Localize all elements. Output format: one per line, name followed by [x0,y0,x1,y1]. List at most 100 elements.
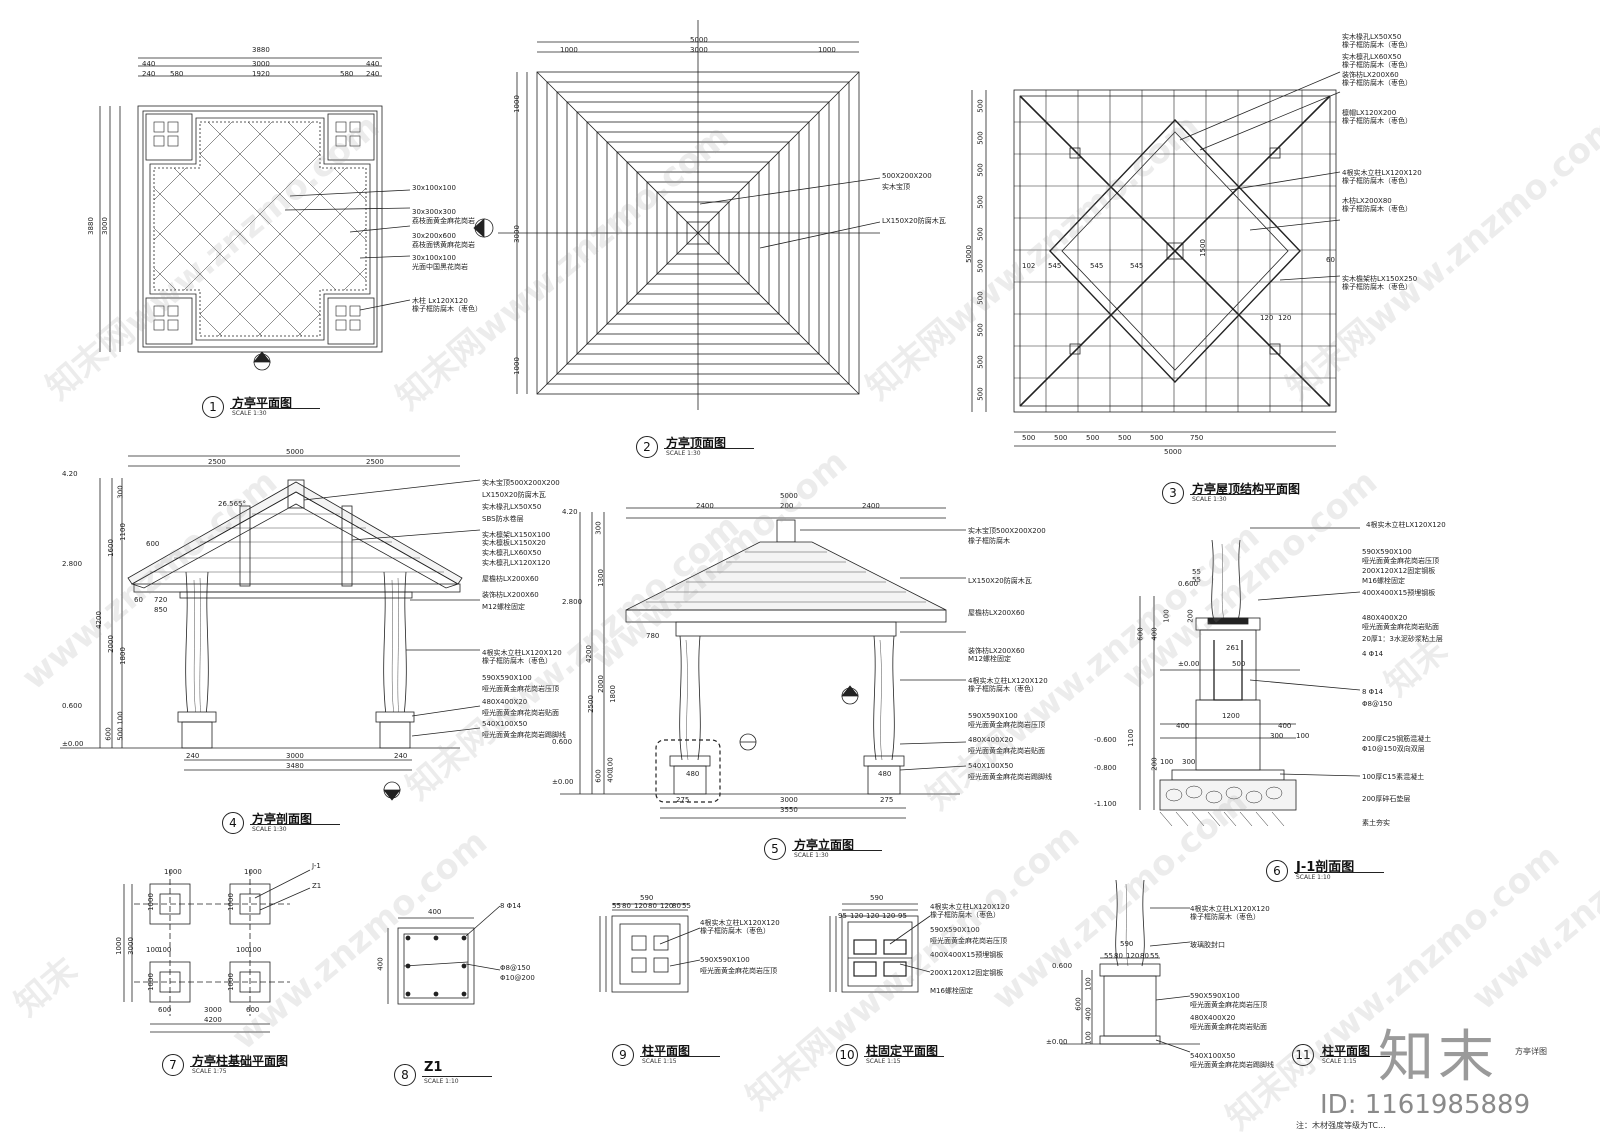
annotation-note: SBS防水卷层 [482,515,524,523]
annotation-note: 200厚碎石垫层 [1362,795,1411,803]
view11-column-base-drawing [1060,879,1200,1053]
dimension-label: 55 [1192,568,1201,576]
annotation-note: 橡子框防腐木（枣色） [1342,41,1412,49]
dimension-label: 4.20 [62,470,78,478]
annotation-note: 4根实木立柱LX120X120 [930,903,1010,911]
annotation-note: 橡子框防腐木（枣色） [1342,61,1412,69]
annotation-note: 哑光面黄金麻花岗岩贴面 [1362,623,1439,631]
dimension-label: -1.100 [1094,800,1117,808]
dimension-label: 500 [1022,434,1036,442]
annotation-note: 橡子框防腐木（枣色） [1342,205,1412,213]
dimension-label: 100 [1084,1031,1093,1045]
dimension-label: 100 [248,946,262,954]
annotation-note: 200厚C25钢筋混凝土 [1362,735,1432,743]
dimension-label: 590 [1120,940,1134,948]
annotation-note: 实木椽孔LX50X50 [482,503,542,511]
dimension-label: 200 [780,502,794,510]
dimension-label: 120 [1278,314,1292,322]
dimension-label: 590 [870,894,884,902]
view-title: 方亭平面图 [232,396,293,410]
annotation-note: 橡子框防腐木（枣色） [1342,177,1412,185]
dimension-label: 1500 [1198,239,1207,257]
annotation-note: 光面中国黑花岗岩 [412,263,468,271]
dimension-label: 3000 [780,796,798,804]
annotation-note: 590X590X100 [700,956,750,964]
dimension-label: 600 [246,1006,260,1014]
dimension-label: 3000 [100,217,109,235]
dimension-label: 1000 [560,46,578,54]
view5-elevation-drawing [560,507,967,819]
annotation-note: 哑光面黄金麻花岗岩压顶 [700,967,777,975]
dimension-label: 120 [634,902,648,910]
dimension-label: 240 [142,70,156,78]
dimension-label: 2500 [366,458,384,466]
dimension-label: 440 [142,60,156,68]
dimension-label: 200 [1150,757,1159,771]
annotation-note: Φ10@150双向双层 [1362,745,1425,753]
annotation-note: 590X590X100 [930,926,980,934]
dimension-label: 1000 [164,868,182,876]
annotation-note: 590X590X100 [482,674,532,682]
dimension-label: 1000 [114,937,123,955]
dimension-label: 3000 [690,46,708,54]
dimension-label: 500 [1150,434,1164,442]
dimension-label: 5000 [286,448,304,456]
dimension-label: 120 [866,912,880,920]
annotation-note: 哑光面黄金麻花岗岩压顶 [1362,557,1439,565]
dimension-label: 55 [1104,952,1113,960]
annotation-note: 装饰枋LX200X60 [1342,71,1399,79]
annotation-note: 荔枝面锈黄麻花岗岩 [412,241,475,249]
annotation-note: 实木檩孔LX60X50 [1342,53,1402,61]
dimension-label: 1000 [146,893,155,911]
annotation-note: M12螺栓固定 [968,655,1011,663]
annotation-note: 400X400X15预埋钢板 [930,951,1004,959]
annotation-note: 400X400X15预埋钢板 [1362,589,1436,597]
annotation-note: 30x100x100 [412,254,456,262]
dimension-label: 500 [116,727,125,741]
annotation-note: 30x200x600 [412,232,456,240]
dimension-label: 100 [1160,758,1174,766]
annotation-note: 500X200X200 [882,172,932,180]
dimension-label: 600 [594,769,603,783]
dimension-label: 300 [1182,758,1196,766]
dimension-label: 60 [134,596,143,604]
annotation-note: 480X400X20 [1362,614,1408,622]
annotation-note: 实木椽孔LX50X50 [1342,33,1402,41]
annotation-note: 480X400X20 [968,736,1014,744]
annotation-note: 橡子框防腐木（枣色） [412,305,482,313]
dimension-label: 80 [622,902,631,910]
dimension-label: 2.800 [62,560,83,568]
annotation-note: 4根实木立柱LX120X120 [700,919,780,927]
annotation-note: 橡子框防腐木（枣色） [930,911,1000,919]
annotation-note: M16螺栓固定 [930,987,973,995]
view7-foundation-plan-drawing [123,869,311,1033]
annotation-note: Φ10@200 [500,974,535,982]
dimension-label: 600 [104,727,113,741]
annotation-note: 4根实木立柱LX120X120 [482,649,562,657]
annotation-note: 540X100X50 [482,720,528,728]
dimension-label: 400 [376,957,385,971]
view3-structure-drawing [971,71,1341,447]
dimension-label: 3000 [286,752,304,760]
dimension-label: 500 [1086,434,1100,442]
dimension-label: 1100 [118,523,127,541]
dimension-label: 500 [976,291,985,305]
dimension-label: 600 [1136,627,1145,641]
dimension-label: 400 [1150,627,1159,641]
annotation-note: 哑光面黄金麻花岗岩踢脚线 [1190,1061,1274,1069]
section-column-left [185,571,209,717]
dimension-label: -0.600 [1094,736,1117,744]
view2-roof-drawing [473,20,881,410]
dimension-label: 1000 [244,868,262,876]
annotation-note: 实木檩孔LX120X120 [482,559,551,567]
dimension-label: 26.565° [218,500,246,508]
dimension-label: 1000 [226,973,235,991]
dimension-label: 0.600 [552,738,573,746]
dimension-label: 545 [1048,262,1062,270]
annotation-note: M12螺栓固定 [482,603,525,611]
annotation-note: 480X400X20 [482,698,528,706]
view4-section-drawing [60,455,481,801]
dimension-label: 2.800 [562,598,583,606]
view10-column-fix-drawing [829,903,931,993]
